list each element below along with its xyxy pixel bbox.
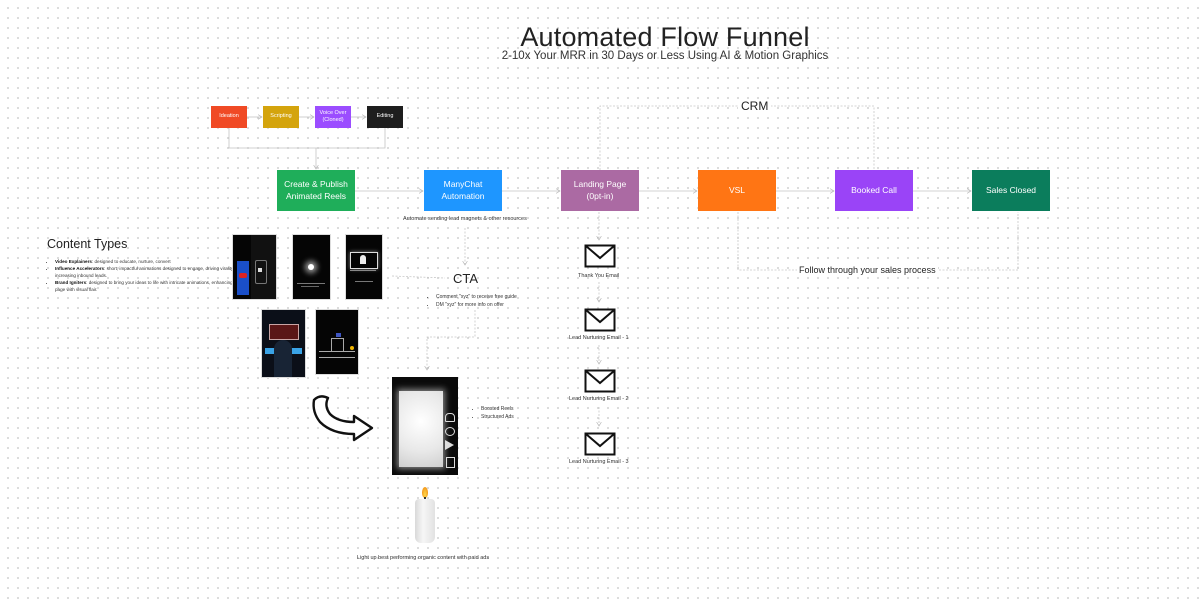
curved-arrow-icon [312, 395, 374, 442]
reel-thumbnail-pixel-game[interactable] [315, 309, 359, 375]
node-label: ManyChat Automation [441, 179, 485, 201]
step-label: Editing [376, 113, 394, 120]
cta-item: Comment "xyz" to receive free guide [436, 293, 517, 301]
reel-thumbnail-profile-card[interactable] [345, 234, 383, 300]
node-vsl[interactable]: VSL [698, 170, 776, 211]
node-label: Create & Publish Animated Reels [284, 179, 348, 201]
cta-list: Comment "xyz" to receive free guide DM "… [427, 293, 517, 309]
manychat-caption: Automate sending lead magnets & other re… [403, 216, 527, 222]
node-label: Sales Closed [985, 184, 1037, 195]
boosted-reel-mockup[interactable] [392, 377, 458, 475]
email-label: Thank You Email [578, 273, 620, 279]
cta-to-boost [427, 310, 476, 370]
step-label: Ideation [219, 113, 239, 120]
candle-icon [413, 487, 437, 543]
heart-icon [445, 413, 455, 422]
email-icon [584, 369, 616, 393]
node-landing-page[interactable]: Landing Page (0pt-in) [561, 170, 639, 211]
email-label: Lead Nurturing Email - 1 [569, 335, 629, 341]
reel-thumbnail-explainer[interactable] [232, 234, 277, 300]
share-icon [445, 440, 454, 450]
cta-item: DM "xyz" for more info on offer [436, 301, 517, 309]
boost-item: Boosted Reels [481, 405, 514, 413]
reel-thumbnail-person-monitor[interactable] [261, 309, 306, 378]
step-ideation[interactable]: Ideation [211, 106, 247, 128]
node-sales-closed[interactable]: Sales Closed [972, 170, 1050, 211]
node-label: Booked Call [851, 184, 897, 195]
node-manychat[interactable]: ManyChat Automation [424, 170, 502, 211]
crm-label: CRM [738, 99, 772, 113]
content-type-item: Brand Igniters: designed to bring your i… [55, 279, 246, 293]
email-icon [584, 308, 616, 332]
follow-through-label: Follow through your sales process [797, 265, 938, 275]
email-label: Lead Nurturing Email - 2 [569, 396, 629, 402]
crm-loop [599, 105, 875, 170]
page-subtitle: 2-10x Your MRR in 30 Days or Less Using … [501, 50, 829, 62]
node-create-publish[interactable]: Create & Publish Animated Reels [277, 170, 355, 211]
step-voice-over[interactable]: Voice Over (Cloned) [315, 106, 351, 128]
node-label: Landing Page (0pt-in) [573, 179, 627, 201]
candle-caption: Light up best performing organic content… [357, 555, 490, 561]
email-icon [584, 244, 616, 268]
boost-list: Boosted Reels Structured Ads [472, 405, 514, 421]
node-label: VSL [728, 184, 746, 195]
step-label: Scripting [270, 113, 292, 120]
step-scripting[interactable]: Scripting [263, 106, 299, 128]
email-label: Lead Nurturing Email - 3 [569, 459, 629, 465]
email-icon [584, 432, 616, 456]
content-type-item: Video Explainers: designed to educate, n… [55, 258, 246, 265]
page-title: Automated Flow Funnel [520, 22, 810, 52]
content-types-title: Content Types [47, 237, 128, 251]
comment-icon [445, 427, 455, 436]
content-type-item: Influence Accelerators: short, impactful… [55, 265, 246, 279]
cta-title: CTA [453, 271, 479, 286]
merge-bracket [228, 128, 386, 149]
save-icon [446, 457, 455, 468]
content-types-list: Video Explainers: designed to educate, n… [46, 258, 246, 294]
step-editing[interactable]: Editing [367, 106, 403, 128]
boost-item: Structured Ads [481, 413, 514, 421]
reels-to-cta [391, 275, 446, 279]
reel-thumbnail-glowing-orb[interactable] [292, 234, 331, 300]
step-label: Voice Over (Cloned) [319, 109, 347, 123]
follow-through-loop [737, 212, 1019, 271]
node-booked-call[interactable]: Booked Call [835, 170, 913, 211]
